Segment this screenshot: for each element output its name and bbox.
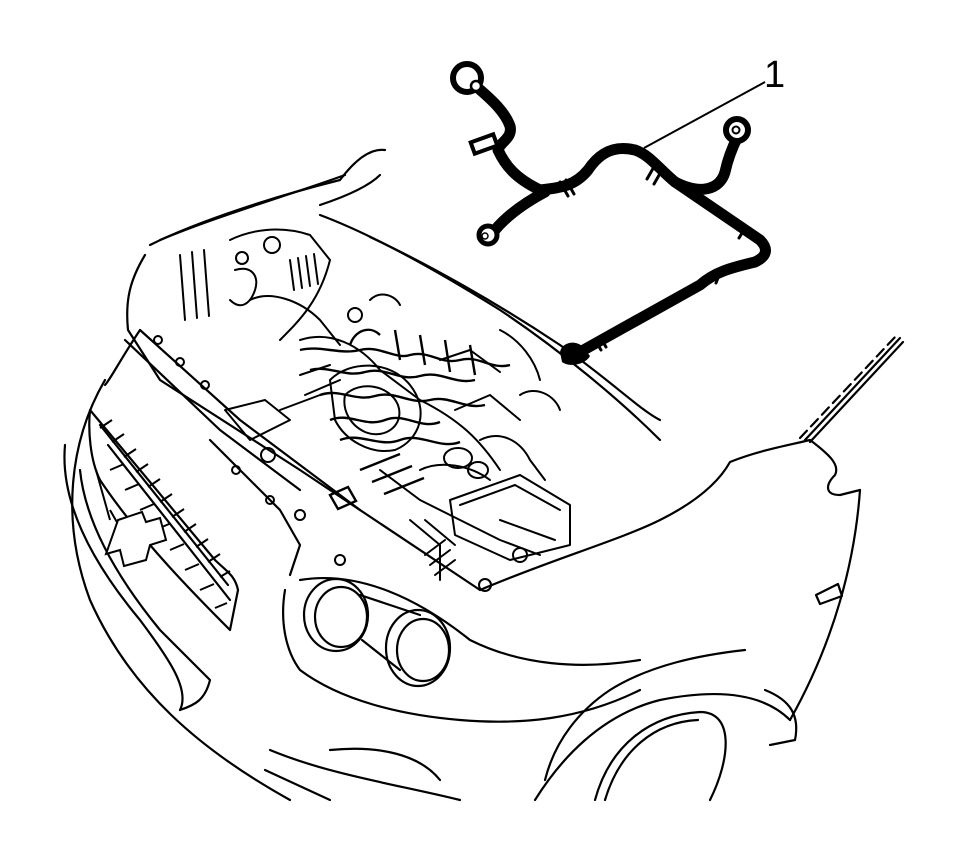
ring-terminal-top-left [450,61,484,95]
engine-wiring-detail [299,328,511,511]
support-bolts [153,335,275,505]
engine-compartment [179,228,571,592]
callout-leader-line [643,81,766,149]
ring-terminal-top-right [723,116,751,144]
emblem-icon [104,510,168,568]
callout-number-1: 1 [764,54,786,96]
eyelet-left [476,223,500,247]
branch-connector [468,131,500,157]
grille-mesh [95,419,231,609]
wiring-harness [450,61,771,365]
vehicle-body [63,148,905,802]
